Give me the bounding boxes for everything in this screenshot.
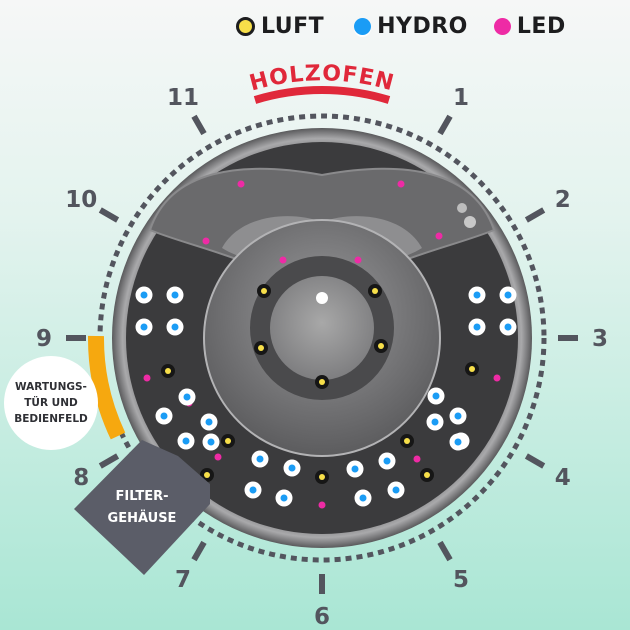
clock-number: 2 — [555, 187, 571, 213]
led-light — [435, 232, 443, 240]
hydro-jet — [135, 286, 153, 304]
air-jet — [161, 364, 175, 378]
hydro-jet — [251, 450, 269, 468]
hydro-jet — [166, 286, 184, 304]
control-knob — [457, 203, 467, 213]
clock-number: 4 — [555, 465, 571, 491]
legend-item-led: LED — [493, 14, 566, 39]
led-light — [237, 180, 245, 188]
hydro-jet — [155, 407, 173, 425]
hydro-jet — [427, 387, 445, 405]
hydro-jet — [202, 433, 220, 451]
drain — [316, 292, 328, 304]
service-door-callout: WARTUNGS- TÜR UND BEDIENFELD — [4, 356, 98, 450]
led-light — [413, 455, 421, 463]
legend-label: HYDRO — [377, 14, 468, 39]
hydro-jet — [275, 489, 293, 507]
service-door-marker — [87, 335, 126, 440]
filter-housing: FILTER- GEHÄUSE — [74, 440, 214, 580]
callout-line: TÜR UND — [24, 397, 78, 409]
tub-footwell — [270, 276, 374, 380]
clock-tick — [98, 207, 120, 223]
led-light — [279, 256, 287, 264]
led-light — [214, 453, 222, 461]
led-icon — [493, 18, 511, 35]
clock-tick — [437, 540, 453, 562]
hydro-jet — [178, 388, 196, 406]
hydro-jet — [468, 286, 486, 304]
led-light — [202, 237, 210, 245]
air-jet — [368, 284, 382, 298]
hydro-jet — [135, 318, 153, 336]
clock-numbers: 1 2 3 4 5 6 7 8 9 10 11 — [36, 85, 608, 630]
filter-label-line: GEHÄUSE — [107, 511, 177, 526]
hydro-jet — [177, 432, 195, 450]
hydro-jet — [378, 452, 396, 470]
hydro-jet — [449, 407, 467, 425]
air-jet-icon — [236, 17, 255, 36]
led-light — [397, 180, 405, 188]
clock-number: 6 — [314, 604, 330, 630]
clock-number: 1 — [453, 85, 469, 111]
air-jet — [400, 434, 414, 448]
air-jet — [221, 434, 235, 448]
clock-number: 9 — [36, 326, 52, 352]
filter-housing-shape — [74, 440, 210, 575]
hydro-jet-icon — [354, 18, 372, 35]
clock-number: 11 — [167, 85, 199, 111]
hydro-jet — [346, 460, 364, 478]
clock-ticks — [66, 114, 578, 594]
legend-item-luft: LUFT — [236, 14, 324, 39]
legend-label: LED — [516, 14, 566, 39]
led-light — [493, 374, 501, 382]
hydro-jet — [354, 489, 372, 507]
clock-tick — [524, 453, 546, 469]
legend: LUFT HYDRO LED — [236, 14, 566, 39]
air-jet — [315, 470, 329, 484]
hydro-jet — [244, 481, 262, 499]
led-light — [143, 374, 151, 382]
jets-layer — [135, 180, 517, 509]
clock-number: 8 — [73, 465, 89, 491]
filter-label-line: FILTER- — [115, 489, 169, 504]
hydro-jet — [426, 413, 444, 431]
clock-number: 3 — [592, 326, 608, 352]
control-knob — [464, 216, 476, 228]
clock-tick — [524, 207, 546, 223]
led-light — [318, 501, 326, 509]
hydro-jet — [283, 459, 301, 477]
clock-tick — [191, 540, 207, 562]
clock-number: 7 — [175, 567, 191, 593]
legend-label: LUFT — [261, 14, 325, 39]
air-jet — [257, 284, 271, 298]
clock-tick — [98, 453, 120, 469]
callout-line: WARTUNGS- — [15, 381, 87, 393]
air-jet — [420, 468, 434, 482]
wood-oven-marker — [253, 86, 391, 104]
led-light — [354, 256, 362, 264]
clock-tick — [191, 114, 207, 136]
legend-item-hydro: HYDRO — [354, 14, 468, 39]
hydro-jet — [387, 481, 405, 499]
clock-number: 5 — [453, 567, 469, 593]
hydro-jet — [200, 413, 218, 431]
callout-line: BEDIENFELD — [14, 413, 88, 425]
hydro-jet — [499, 318, 517, 336]
hydro-jet — [166, 318, 184, 336]
hydro-jet — [449, 433, 467, 451]
air-jet — [374, 339, 388, 353]
air-jet — [254, 341, 268, 355]
air-jet — [315, 375, 329, 389]
air-jet — [465, 362, 479, 376]
hydro-jet — [468, 318, 486, 336]
clock-number: 10 — [65, 187, 97, 213]
hydro-jet — [499, 286, 517, 304]
clock-tick — [437, 114, 453, 136]
